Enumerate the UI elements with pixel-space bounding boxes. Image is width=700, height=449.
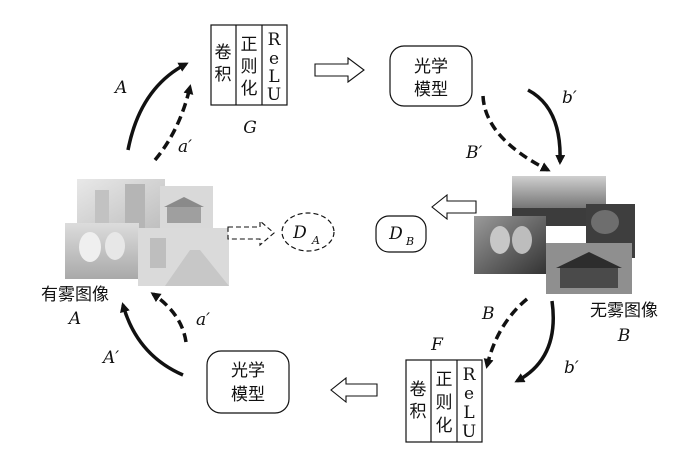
hazy-photo-street bbox=[77, 179, 165, 231]
generator-g-block: 卷 积 正 则 化 R e L U bbox=[210, 24, 288, 106]
label-top-right-dashed: B′ bbox=[465, 143, 482, 163]
block-col1-char: 积 bbox=[410, 402, 427, 422]
block-col1-char: 卷 bbox=[215, 43, 232, 63]
clear-images-label: 无雾图像 bbox=[590, 301, 658, 321]
label-bottom-left-dashed: a′ bbox=[196, 310, 210, 330]
optical-model-bottom: 光学 模型 bbox=[206, 350, 290, 414]
hazy-photo-road bbox=[138, 228, 229, 286]
block-col3-char: L bbox=[268, 67, 279, 87]
hollow-arrow-left bbox=[330, 376, 378, 404]
arrow-optical-to-hazy-dashed bbox=[150, 292, 188, 343]
clear-photo-gate bbox=[546, 243, 632, 294]
label-bottom-right-dashed: B bbox=[481, 304, 495, 324]
hazy-image-collage bbox=[65, 179, 229, 286]
clear-set-label: B bbox=[617, 326, 631, 346]
block-col2-char: 化 bbox=[436, 416, 453, 436]
da-subscript: A bbox=[311, 234, 320, 247]
label-bottom-left-solid: A′ bbox=[101, 348, 119, 368]
block-col2-char: 则 bbox=[436, 393, 453, 413]
hazy-photo-portrait bbox=[65, 223, 139, 279]
block-col3-char: R bbox=[463, 365, 477, 385]
block-col2-char: 正 bbox=[436, 370, 453, 390]
hazy-photo-gate bbox=[160, 186, 213, 230]
block-col1-char: 卷 bbox=[410, 380, 427, 400]
generator-f-block: 卷 积 正 则 化 R e L U bbox=[405, 359, 483, 443]
arrow-optical-to-clear-solid bbox=[527, 88, 566, 165]
block-col2-char: 化 bbox=[241, 79, 258, 99]
optical-model-line2: 模型 bbox=[231, 385, 265, 405]
optical-model-top: 光学 模型 bbox=[389, 45, 473, 107]
label-top-left-dashed: a′ bbox=[178, 137, 192, 157]
optical-model-line1: 光学 bbox=[414, 57, 448, 77]
db-main-letter: D bbox=[388, 224, 403, 244]
generator-g-label: G bbox=[243, 118, 257, 138]
label-top-left-solid: A bbox=[113, 78, 127, 98]
discriminator-da: D A bbox=[281, 212, 335, 252]
block-col3-char: L bbox=[463, 403, 474, 423]
optical-model-line2: 模型 bbox=[414, 80, 448, 100]
block-col3-char: e bbox=[464, 384, 474, 404]
db-subscript: B bbox=[405, 235, 414, 248]
discriminator-db: D B bbox=[375, 215, 427, 253]
arrow-clear-to-f-solid bbox=[514, 300, 555, 383]
block-col1-char: 积 bbox=[215, 65, 232, 85]
arrow-hazy-to-g-dashed bbox=[153, 84, 194, 162]
arrow-hazy-to-g-solid bbox=[126, 62, 189, 151]
clear-photo-portrait bbox=[474, 216, 546, 274]
arrow-clear-to-f-dashed bbox=[483, 297, 529, 369]
block-col2-char: 正 bbox=[241, 35, 258, 55]
hazy-images-label: 有雾图像 bbox=[41, 285, 109, 305]
optical-model-line1: 光学 bbox=[231, 361, 265, 381]
generator-f-label: F bbox=[430, 335, 444, 355]
hollow-arrow-to-db bbox=[431, 193, 477, 221]
hollow-arrow-right bbox=[314, 56, 365, 84]
block-col3-char: R bbox=[268, 30, 282, 50]
dashed-hollow-arrow-to-da bbox=[227, 219, 275, 247]
arrow-optical-to-clear-dashed bbox=[481, 95, 551, 172]
hazy-set-label: A bbox=[67, 309, 81, 329]
label-top-right-solid: b′ bbox=[562, 88, 577, 108]
da-main-letter: D bbox=[292, 223, 307, 243]
label-bottom-right-solid: b′ bbox=[564, 358, 579, 378]
clear-image-collage bbox=[474, 176, 635, 294]
block-col3-char: U bbox=[267, 85, 281, 105]
arrow-optical-to-hazy-solid bbox=[120, 302, 184, 377]
block-col2-char: 则 bbox=[241, 57, 258, 77]
block-col3-char: U bbox=[462, 422, 476, 442]
block-col3-char: e bbox=[269, 49, 279, 69]
